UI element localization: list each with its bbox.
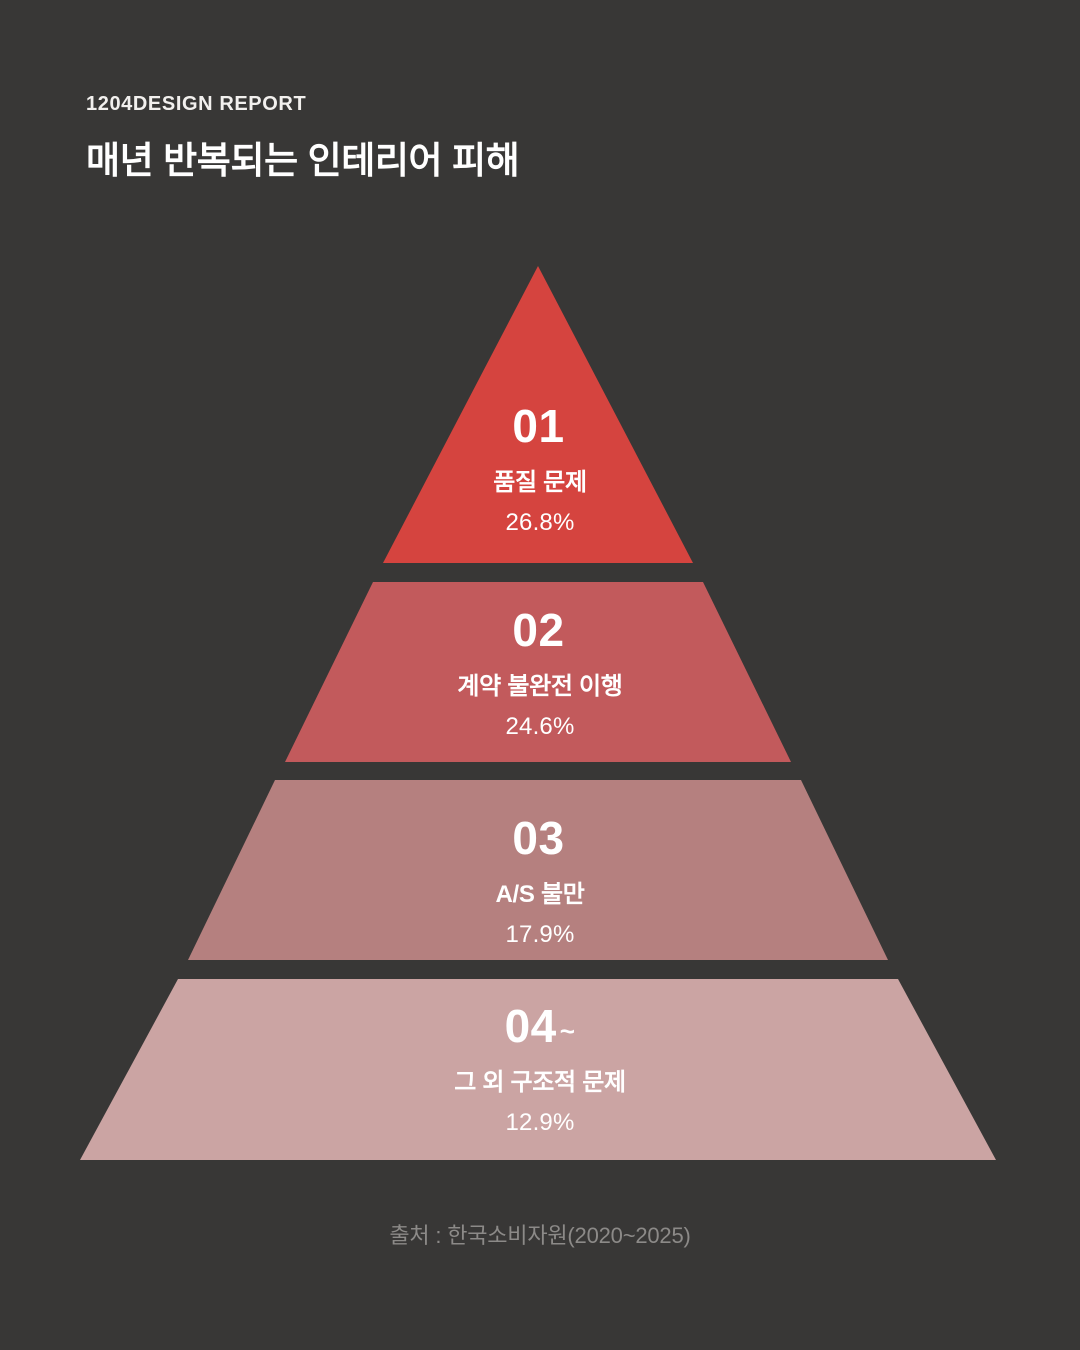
header: 1204DESIGN REPORT 매년 반복되는 인테리어 피해 bbox=[86, 92, 520, 184]
pyramid-tier-3-shape bbox=[188, 780, 888, 960]
tier-1-rank: 01 bbox=[0, 403, 1080, 449]
tier-1-name: 품질 문제 bbox=[493, 469, 587, 496]
tier-2-rank: 02 bbox=[0, 607, 1080, 653]
tier-1-value: 26.8% bbox=[505, 509, 575, 536]
pyramid-tier-1-shape bbox=[383, 266, 693, 563]
pyramid-tier-2-label: 02 계약 불완전 이행 24.6% bbox=[0, 607, 1080, 739]
source-note: 출처 : 한국소비자원(2020~2025) bbox=[389, 1223, 691, 1248]
tier-2-rank-number: 02 bbox=[512, 604, 565, 656]
tier-3-rank: 03 bbox=[0, 815, 1080, 861]
tier-4-rank-suffix: ~ bbox=[559, 1016, 576, 1046]
tier-4-name: 그 외 구조적 문제 bbox=[454, 1069, 626, 1096]
tier-2-value: 24.6% bbox=[505, 713, 575, 740]
pyramid-tier-1-label: 01 품질 문제 26.8% bbox=[0, 403, 1080, 535]
tier-2-name: 계약 불완전 이행 bbox=[457, 673, 623, 700]
pyramid-tier-labels: 01 품질 문제 26.8% 02 계약 불완전 이행 24.6% 03 A/S… bbox=[0, 403, 1080, 1135]
tier-4-rank: 04~ bbox=[0, 1003, 1080, 1049]
pyramid-tier-4-shape bbox=[80, 979, 996, 1160]
tier-4-value: 12.9% bbox=[505, 1109, 575, 1136]
tier-4-rank-number: 04 bbox=[504, 1000, 557, 1052]
page-title: 매년 반복되는 인테리어 피해 bbox=[86, 140, 520, 181]
pyramid-tier-2-shape bbox=[285, 582, 791, 762]
pyramid-chart: 01 품질 문제 26.8% 02 계약 불완전 이행 24.6% 03 A/S… bbox=[0, 266, 1080, 1160]
tier-3-rank-number: 03 bbox=[512, 812, 565, 864]
tier-3-value: 17.9% bbox=[505, 921, 575, 948]
report-eyebrow: 1204DESIGN REPORT bbox=[86, 93, 307, 115]
pyramid-tier-3-label: 03 A/S 불만 17.9% bbox=[0, 815, 1080, 947]
tier-1-rank-number: 01 bbox=[512, 400, 565, 452]
pyramid-tier-4-label: 04~ 그 외 구조적 문제 12.9% bbox=[0, 1003, 1080, 1135]
tier-3-name: A/S 불만 bbox=[495, 881, 585, 908]
